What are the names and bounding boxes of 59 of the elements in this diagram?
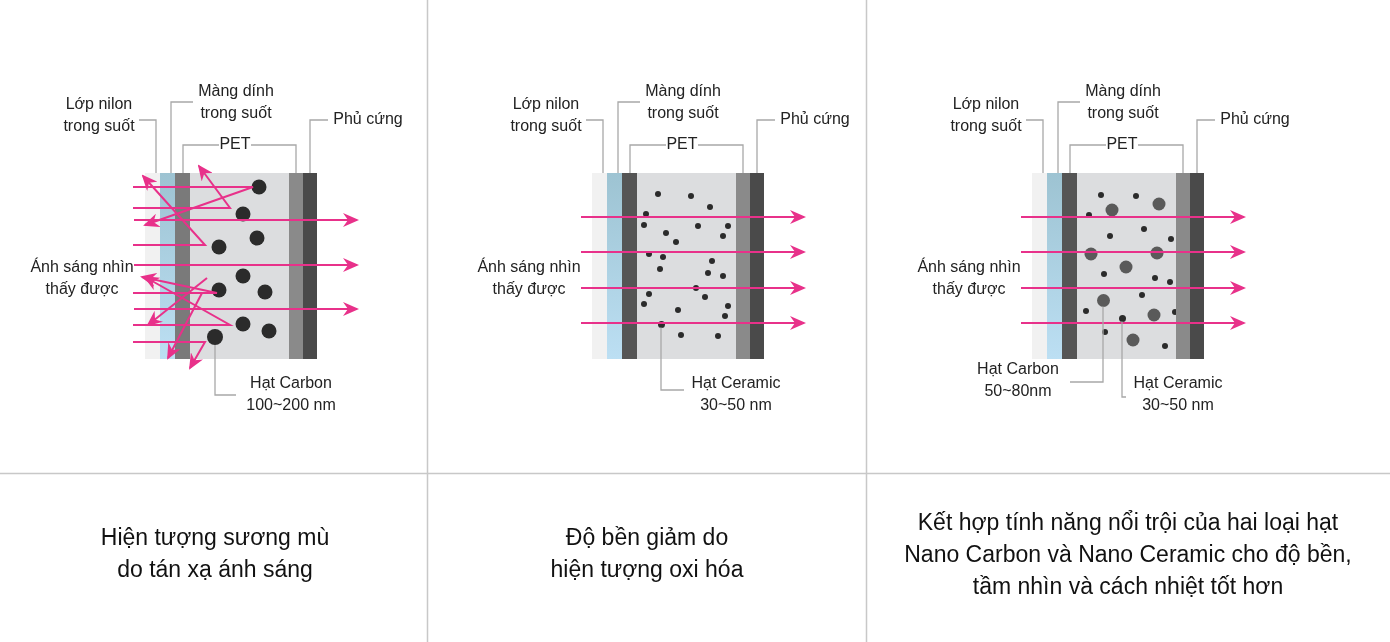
hard-coat-layer: [1190, 173, 1204, 359]
layer-label: Màng dính trong suốt: [1080, 80, 1166, 126]
leader-line: [1057, 101, 1081, 174]
caption: Độ bền giảm do hiện tượng oxi hóa: [549, 523, 745, 584]
leader-line: [1196, 119, 1216, 174]
leader-line: [617, 101, 641, 174]
pet-core-layer: [1077, 173, 1176, 359]
layer-label: PET: [1106, 133, 1138, 155]
light-label: Ánh sáng nhìn thấy được: [916, 256, 1022, 299]
caption: Hiện tượng sương mù do tán xạ ánh sáng: [99, 523, 331, 584]
light-label: Ánh sáng nhìn thấy được: [29, 256, 135, 299]
hard-coat-layer: [303, 173, 317, 359]
leader-line: [250, 144, 297, 174]
ceramic-particle: [1118, 314, 1126, 322]
pet-core-layer: [190, 173, 289, 359]
callout-label: Hạt Carbon 100~200 nm: [236, 372, 346, 418]
pet-edge-layer: [1062, 173, 1077, 359]
adhesive-layer: [1047, 173, 1062, 359]
carbon-particle: [1096, 293, 1110, 307]
pet-edge-layer: [736, 173, 750, 359]
pet-edge-layer: [622, 173, 637, 359]
layer-label: Phủ cứng: [328, 108, 408, 130]
pet-edge-layer: [1176, 173, 1190, 359]
layer-label: Màng dính trong suốt: [640, 80, 726, 126]
adhesive-layer: [607, 173, 622, 359]
leader-line: [585, 119, 604, 174]
leader-line: [170, 101, 194, 174]
layer-label: Lớp nilon trong suốt: [946, 93, 1026, 139]
light-label: Ánh sáng nhìn thấy được: [476, 256, 582, 299]
callout-label: Hạt Ceramic 30~50 nm: [684, 372, 788, 418]
leader-line: [138, 119, 157, 174]
hard-coat-layer: [750, 173, 764, 359]
leader-line: [1137, 144, 1184, 174]
carbon-particle: [207, 329, 223, 345]
leader-line: [1069, 144, 1107, 174]
leader-line: [214, 344, 237, 396]
callout-label: Hạt Carbon 50~80nm: [966, 358, 1070, 404]
leader-line: [756, 119, 776, 174]
film-layer: [592, 173, 607, 359]
layer-label: Phủ cứng: [1215, 108, 1295, 130]
leader-line: [1069, 305, 1104, 383]
leader-line: [660, 326, 685, 391]
layer-label: Phủ cứng: [775, 108, 855, 130]
leader-line: [697, 144, 744, 174]
pet-edge-layer: [289, 173, 303, 359]
layer-label: Màng dính trong suốt: [193, 80, 279, 126]
layer-label: Lớp nilon trong suốt: [506, 93, 586, 139]
leader-line: [629, 144, 667, 174]
leader-line: [1121, 320, 1127, 398]
layer-label: Lớp nilon trong suốt: [59, 93, 139, 139]
leader-line: [182, 144, 220, 174]
layer-label: PET: [666, 133, 698, 155]
film-layer: [1032, 173, 1047, 359]
caption: Kết hợp tính năng nổi trội của hai loại hạt Nano Carbon và Nano Ceramic cho độ bền, tầm nhìn và cách nhiệt tốt hơn: [903, 508, 1353, 601]
leader-line: [309, 119, 329, 174]
callout-label: Hạt Ceramic 30~50 nm: [1126, 372, 1230, 418]
pet-core-layer: [637, 173, 736, 359]
layer-label: PET: [219, 133, 251, 155]
leader-line: [1025, 119, 1044, 174]
